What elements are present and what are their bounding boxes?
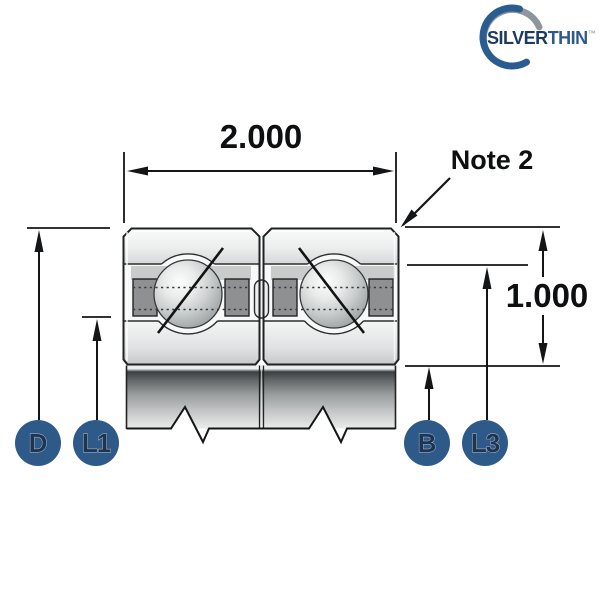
- width-dimension-label: 2.000: [220, 118, 303, 155]
- height-dimension-label: 1.000: [506, 277, 589, 314]
- dimension-2000: 2.000: [123, 118, 397, 223]
- shaft-bottom-edge: [126, 405, 396, 445]
- callout-circle-b: [404, 420, 450, 466]
- callout-label-d: D: [29, 428, 48, 458]
- arrowhead-right: [373, 166, 394, 176]
- arrowhead-down: [538, 343, 548, 364]
- balloon-arrowheads: [34, 230, 492, 389]
- note-label: Note 2: [451, 145, 534, 175]
- cage-hidden-lines: [133, 286, 393, 311]
- callout-circle-l1: [73, 420, 119, 466]
- outer-ring-outlines: [122, 227, 400, 366]
- inner-ring-shaft: [125, 365, 397, 445]
- silverthin-logo: SILVERTHIN™: [479, 4, 596, 70]
- balloon-leaders: [27, 227, 488, 420]
- cage-segments: [132, 278, 394, 317]
- logo-wordmark: SILVERTHIN™: [487, 28, 596, 48]
- chamfer-highlights: [126, 230, 396, 361]
- balloon-callouts: D L1 B L3: [15, 420, 508, 466]
- logo-text-silver: SILVER: [487, 28, 548, 48]
- dimension-1000: 1.000: [405, 226, 589, 367]
- callout-circle-d: [15, 420, 61, 466]
- logo-arc-blue: [479, 4, 530, 70]
- logo-trademark: ™: [588, 29, 596, 38]
- note-callout: Note 2: [400, 145, 534, 228]
- contact-angle-lines: [156, 247, 366, 334]
- note-arrowhead: [400, 209, 418, 228]
- callout-circle-l3: [462, 420, 508, 466]
- logo-text-thin: THIN: [548, 28, 588, 48]
- arrowhead-up: [538, 230, 548, 251]
- bearing-outer-rings: [122, 227, 400, 366]
- callout-label-b: B: [418, 428, 437, 458]
- arrowhead-left: [127, 166, 148, 176]
- callout-label-l1: L1: [82, 428, 111, 458]
- callout-label-l3: L3: [471, 428, 500, 458]
- center-joint-tab: [253, 279, 270, 319]
- channel-edges: [124, 263, 397, 322]
